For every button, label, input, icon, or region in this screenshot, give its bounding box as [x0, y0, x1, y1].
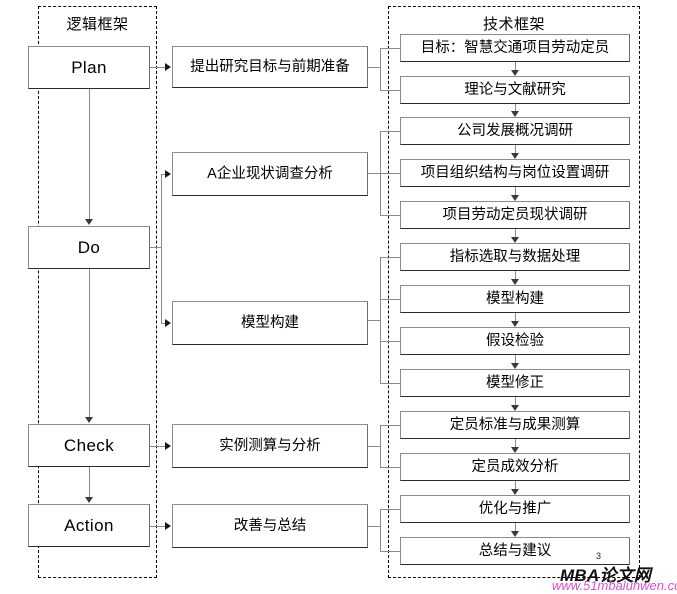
- bracket-stage3-to-tech8: [380, 341, 400, 342]
- tech-node-theory-literature[interactable]: 理论与文献研究: [400, 76, 630, 104]
- bracket-stage4-spine: [380, 425, 381, 467]
- watermark-url: www.51mbalunwen.com: [552, 578, 677, 593]
- bracket-stage2-stem: [368, 173, 380, 174]
- bracket-stage5-spine: [380, 509, 381, 551]
- connector-do-to-stage2: [161, 174, 167, 175]
- connector-tech-6-7: [515, 271, 516, 279]
- connector-tech-11-12: [515, 481, 516, 489]
- bracket-stage3-to-tech7: [380, 299, 400, 300]
- arrow-tech-10-11: [511, 447, 519, 453]
- connector-tech-3-4: [515, 145, 516, 153]
- arrow-do-to-stage3: [165, 319, 171, 327]
- connector-do-bracket: [161, 174, 162, 323]
- bracket-stage3-to-tech9: [380, 383, 400, 384]
- arrow-tech-6-7: [511, 279, 519, 285]
- tech-node-objective[interactable]: 目标：智慧交通项目劳动定员: [400, 34, 630, 62]
- arrow-tech-3-4: [511, 153, 519, 159]
- connector-tech-12-13: [515, 523, 516, 531]
- page-number: 3: [596, 551, 602, 561]
- arrow-tech-7-8: [511, 321, 519, 327]
- arrow-tech-8-9: [511, 363, 519, 369]
- tech-node-model-revision[interactable]: 模型修正: [400, 369, 630, 397]
- arrow-plan-to-do: [85, 219, 93, 225]
- arrow-plan-to-stage1: [165, 63, 171, 71]
- connector-tech-7-8: [515, 313, 516, 321]
- arrow-tech-9-10: [511, 405, 519, 411]
- bracket-stage2-to-tech4: [380, 173, 400, 174]
- stage-node-model-construction[interactable]: 模型构建: [172, 301, 368, 345]
- arrow-tech-11-12: [511, 489, 519, 495]
- bracket-stage1-to-tech2: [380, 90, 400, 91]
- connector-tech-10-11: [515, 439, 516, 447]
- bracket-stage2-to-tech5: [380, 215, 400, 216]
- bracket-stage1-to-tech1: [380, 48, 400, 49]
- group-logic-framework-title: 逻辑框架: [66, 16, 129, 33]
- arrow-do-to-check: [85, 417, 93, 423]
- bracket-stage4-to-tech10: [380, 425, 400, 426]
- bracket-stage5-to-tech12: [380, 509, 400, 510]
- bracket-stage2-to-tech3: [380, 131, 400, 132]
- stage-node-case-calculation[interactable]: 实例测算与分析: [172, 424, 368, 468]
- tech-node-summary-suggestions[interactable]: 总结与建议: [400, 537, 630, 565]
- group-technical-framework: [388, 6, 640, 578]
- arrow-action-to-stage5: [165, 522, 171, 530]
- bracket-stage3-spine: [380, 257, 381, 383]
- pdca-node-do[interactable]: Do: [28, 226, 150, 269]
- bracket-stage4-stem: [368, 446, 380, 447]
- pdca-node-check[interactable]: Check: [28, 424, 150, 467]
- arrow-tech-12-13: [511, 531, 519, 537]
- bracket-stage3-stem: [368, 320, 380, 321]
- tech-node-labor-quota-survey[interactable]: 项目劳动定员现状调研: [400, 201, 630, 229]
- stage-node-improvement-summary[interactable]: 改善与总结: [172, 504, 368, 548]
- group-technical-framework-title: 技术框架: [482, 16, 545, 33]
- connector-tech-9-10: [515, 397, 516, 405]
- bracket-stage4-to-tech11: [380, 467, 400, 468]
- tech-node-quota-standard[interactable]: 定员标准与成果测算: [400, 411, 630, 439]
- pdca-node-plan[interactable]: Plan: [28, 46, 150, 89]
- arrow-check-to-action: [85, 497, 93, 503]
- connector-tech-2-3: [515, 104, 516, 111]
- tech-node-optimization-promotion[interactable]: 优化与推广: [400, 495, 630, 523]
- bracket-stage1-spine: [380, 48, 381, 90]
- connector-tech-1-2: [515, 62, 516, 70]
- tech-node-company-development[interactable]: 公司发展概况调研: [400, 117, 630, 145]
- tech-node-hypothesis-test[interactable]: 假设检验: [400, 327, 630, 355]
- arrow-tech-1-2: [511, 70, 519, 76]
- connector-plan-to-stage1: [150, 67, 166, 68]
- connector-tech-4-5: [515, 187, 516, 195]
- bracket-stage1-stem: [368, 67, 380, 68]
- connector-do-stub: [150, 247, 162, 248]
- connector-action-to-stage5: [150, 526, 166, 527]
- connector-tech-5-6: [515, 229, 516, 237]
- connector-check-to-action: [89, 467, 90, 497]
- group-logic-framework: [38, 6, 157, 578]
- connector-do-to-check: [89, 269, 90, 417]
- stage-node-research-goal[interactable]: 提出研究目标与前期准备: [172, 46, 368, 88]
- bracket-stage5-to-tech13: [380, 551, 400, 552]
- tech-node-indicator-data[interactable]: 指标选取与数据处理: [400, 243, 630, 271]
- arrow-check-to-stage4: [165, 442, 171, 450]
- tech-node-org-structure-survey[interactable]: 项目组织结构与岗位设置调研: [400, 159, 630, 187]
- arrow-tech-2-3: [511, 111, 519, 117]
- connector-do-to-stage3: [161, 323, 167, 324]
- tech-node-model-construction[interactable]: 模型构建: [400, 285, 630, 313]
- watermark-brand: MBA论文网: [560, 566, 651, 585]
- connector-plan-to-do: [89, 89, 90, 219]
- tech-node-quota-effect-analysis[interactable]: 定员成效分析: [400, 453, 630, 481]
- bracket-stage3-to-tech6: [380, 257, 400, 258]
- pdca-node-action[interactable]: Action: [28, 504, 150, 547]
- arrow-do-to-stage2: [165, 170, 171, 178]
- bracket-stage5-stem: [368, 526, 380, 527]
- arrow-tech-5-6: [511, 237, 519, 243]
- connector-check-to-stage4: [150, 446, 166, 447]
- stage-node-enterprise-survey[interactable]: A企业现状调查分析: [172, 152, 368, 196]
- arrow-tech-4-5: [511, 195, 519, 201]
- connector-tech-8-9: [515, 355, 516, 363]
